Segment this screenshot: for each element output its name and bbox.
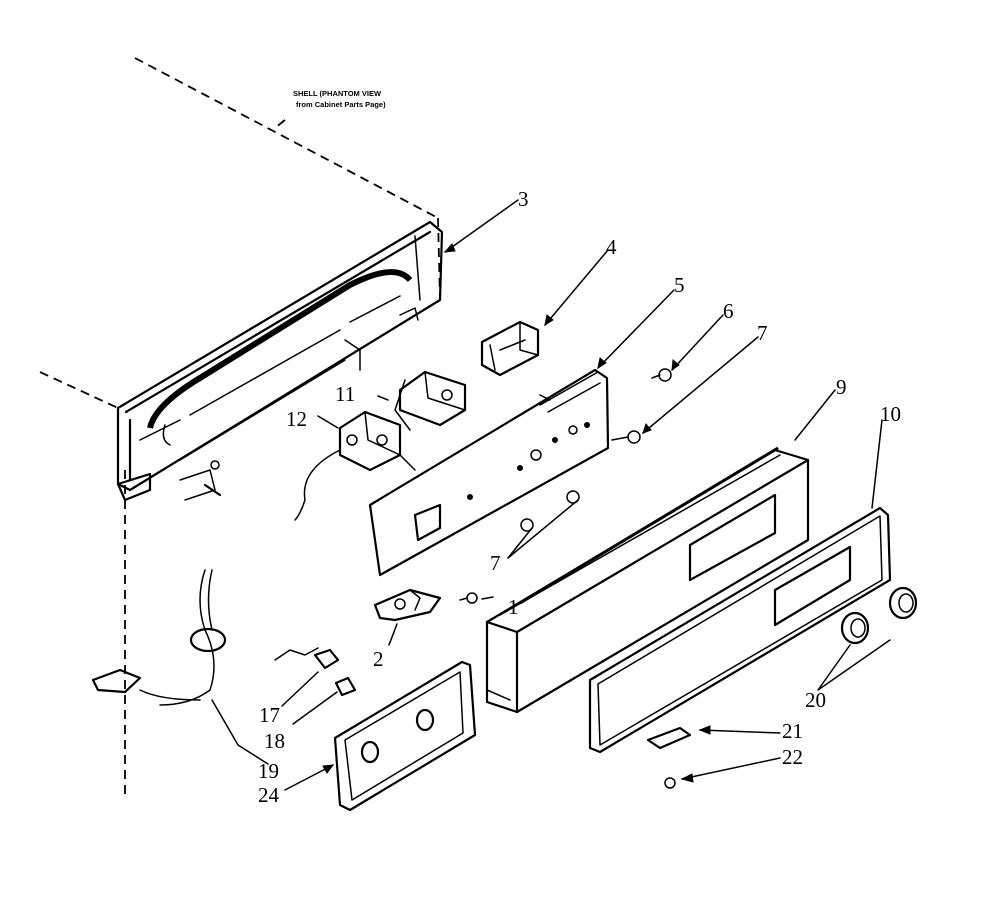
part-3-back-panel (116, 220, 444, 502)
shell-caption-line-2: from Cabinet Parts Page) (296, 100, 386, 109)
callout-6: 6 (723, 299, 734, 323)
callout-21: 21 (782, 719, 803, 743)
shell-caption-line-1: SHELL (PHANTOM VIEW (293, 89, 382, 98)
part-12-switch (294, 410, 416, 521)
part-24-plate (333, 660, 477, 812)
callout-22: 22 (782, 745, 803, 769)
part-4-switch (480, 320, 540, 377)
callout-11: 11 (335, 382, 355, 406)
part-6-screw (651, 368, 672, 382)
part-9-housing (485, 446, 810, 714)
callout-4: 4 (606, 235, 617, 259)
callout-1: 1 (508, 595, 519, 619)
part-7-screws (520, 430, 641, 532)
callout-3: 3 (518, 187, 529, 211)
part-2-clip (373, 588, 442, 622)
part-20-knobs (840, 586, 918, 645)
part-19-harness (91, 569, 227, 706)
callout-18: 18 (264, 729, 285, 753)
part-1-screw (459, 592, 478, 604)
callout-24: 24 (258, 783, 280, 807)
callout-17: 17 (259, 703, 280, 727)
part-18-bulb (334, 676, 357, 697)
callout-9: 9 (836, 375, 847, 399)
callout-2: 2 (373, 647, 384, 671)
callout-7-lower: 7 (490, 551, 501, 575)
callout-19: 19 (258, 759, 279, 783)
leader-lines (211, 199, 891, 791)
part-21-clip (646, 726, 692, 750)
callout-12: 12 (286, 407, 307, 431)
part-10-overlay (588, 506, 892, 754)
callout-20: 20 (805, 688, 826, 712)
callout-10: 10 (880, 402, 901, 426)
callout-5: 5 (674, 273, 685, 297)
part-22-screw (664, 777, 676, 789)
arrow-heads (322, 243, 711, 783)
shell-phantom-outline (39, 57, 441, 800)
part-11-switch (377, 370, 467, 431)
part-5-bracket (368, 368, 610, 577)
callout-7-upper: 7 (757, 321, 768, 345)
part-17-socket (274, 647, 340, 670)
